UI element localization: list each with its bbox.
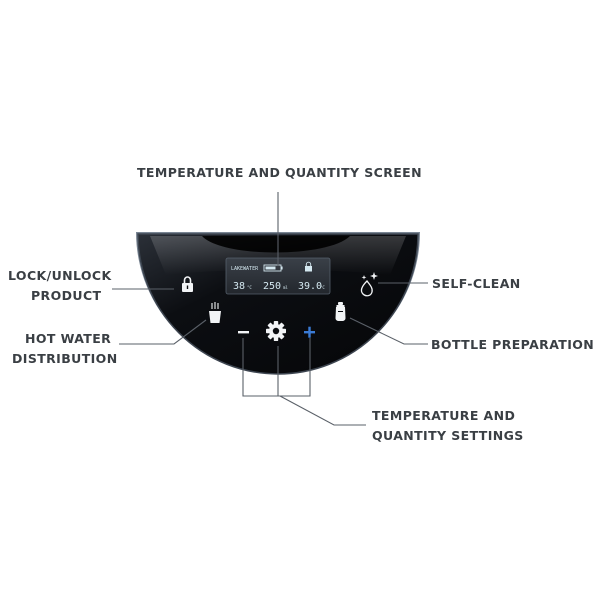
- lock-button[interactable]: [182, 276, 193, 292]
- minus-icon: [238, 331, 249, 334]
- lcd-water-temp: 39.0: [298, 281, 322, 292]
- lcd-temperature: 38: [233, 281, 245, 292]
- lcd-quantity-unit: ml: [283, 285, 288, 290]
- hot-water-callout-line1: HOT WATER: [25, 331, 112, 346]
- settings-bracket-line: [242, 338, 366, 426]
- hot-water-leader-line: [119, 319, 207, 345]
- lcd-mode-tag: LAKEWATER: [231, 266, 259, 272]
- settings-button[interactable]: [266, 321, 286, 341]
- cup-icon: [209, 302, 221, 323]
- lcd-water-temp-unit: °C: [320, 285, 325, 290]
- lock-callout-line1: LOCK/UNLOCK: [8, 268, 112, 283]
- bottle-leader-line: [349, 317, 428, 345]
- lcd-temperature-unit: °C: [247, 285, 252, 290]
- hot-water-button[interactable]: [209, 302, 221, 323]
- gear-icon: [266, 321, 286, 341]
- bottle-callout: BOTTLE PREPARATION: [431, 337, 595, 352]
- settings-callout-line2: QUANTITY SETTINGS: [372, 428, 524, 443]
- decrease-button[interactable]: [238, 331, 249, 334]
- leader-lines: [112, 192, 428, 426]
- hot-water-callout-line2: DISTRIBUTION: [12, 351, 118, 366]
- battery-icon: [263, 264, 283, 272]
- self-clean-button[interactable]: [360, 272, 378, 297]
- settings-callout-line1: TEMPERATURE AND: [372, 408, 516, 423]
- self-clean-icon: [360, 272, 378, 297]
- plus-icon: [304, 326, 315, 338]
- lock-icon: [182, 276, 193, 292]
- increase-button[interactable]: [304, 326, 315, 338]
- screen-callout: TEMPERATURE AND QUANTITY SCREEN: [137, 165, 422, 180]
- lcd-quantity: 250: [263, 281, 281, 292]
- bottle-preparation-button[interactable]: [335, 302, 346, 321]
- lcd-lock-icon: [305, 261, 312, 272]
- bottle-icon: [335, 302, 346, 321]
- lock-callout-line2: PRODUCT: [31, 288, 102, 303]
- self-clean-callout: SELF-CLEAN: [432, 276, 521, 291]
